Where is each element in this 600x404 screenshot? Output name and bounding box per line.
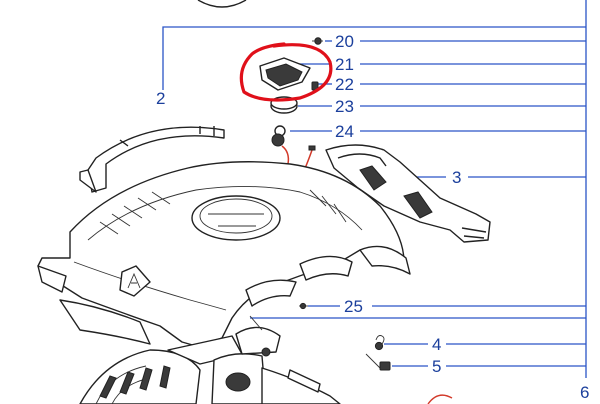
callout-3: 3 bbox=[452, 168, 461, 187]
callout-21: 21 bbox=[335, 55, 354, 74]
part-5-plug bbox=[365, 353, 391, 371]
part-25-screw bbox=[299, 302, 308, 310]
callout-20: 20 bbox=[335, 32, 354, 51]
callout-22: 22 bbox=[335, 75, 354, 94]
highlight-circle bbox=[239, 42, 333, 102]
part-4-spring bbox=[374, 335, 385, 351]
leader-lines bbox=[162, 0, 587, 378]
lower-chassis bbox=[59, 299, 341, 404]
part-2-strap bbox=[79, 126, 225, 193]
part-21-cover bbox=[259, 57, 311, 91]
callout-2: 2 bbox=[156, 89, 165, 108]
callout-24: 24 bbox=[335, 122, 354, 141]
callout-5: 5 bbox=[432, 357, 441, 376]
main-housing bbox=[37, 161, 411, 347]
top-disc-part bbox=[197, 0, 247, 8]
part-3-bracket bbox=[325, 144, 491, 243]
part-20-screw bbox=[312, 37, 323, 45]
wire-fragment bbox=[427, 394, 453, 404]
callout-25: 25 bbox=[344, 297, 363, 316]
callout-23: 23 bbox=[335, 97, 354, 116]
callout-labels: 2 3 4 5 6 20 21 22 23 24 25 bbox=[156, 32, 589, 402]
callout-6: 6 bbox=[580, 383, 589, 402]
callout-4: 4 bbox=[432, 335, 441, 354]
